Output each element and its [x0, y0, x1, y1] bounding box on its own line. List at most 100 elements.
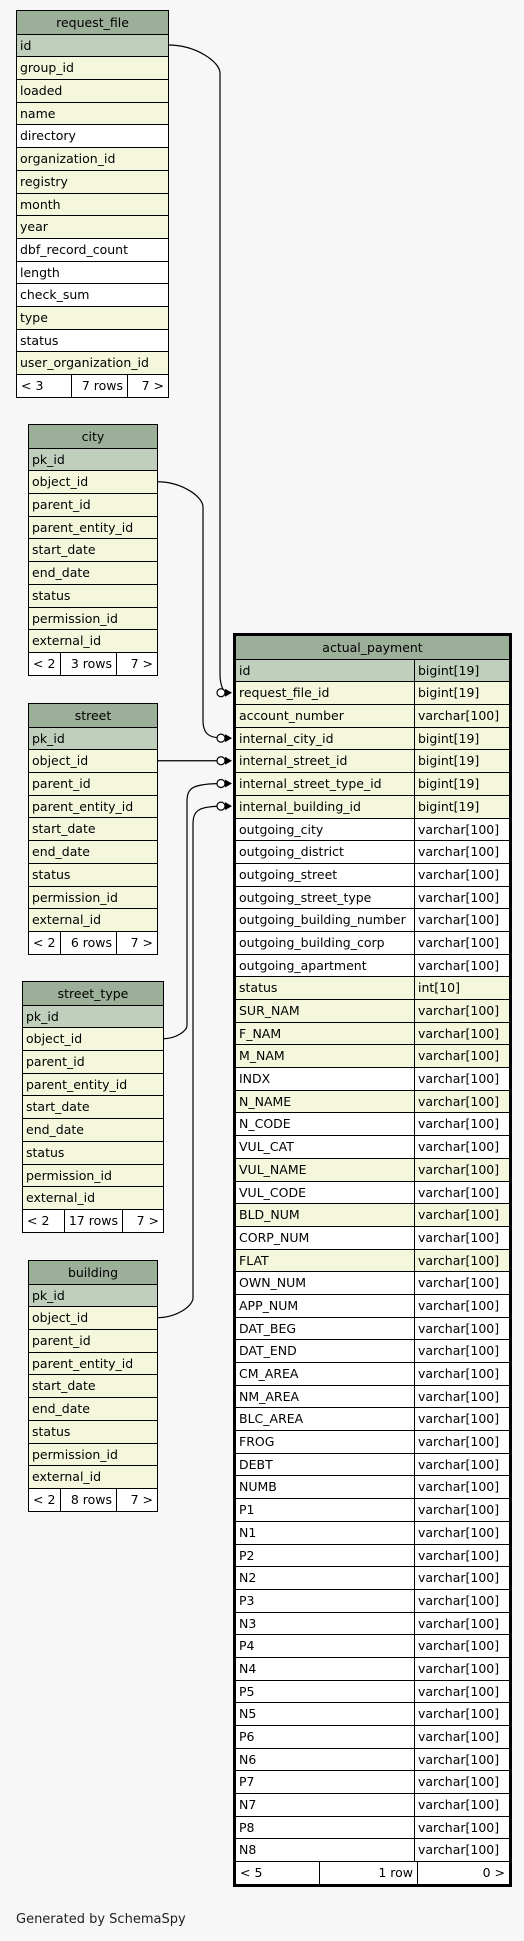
column-row-parent-entity-id[interactable]: parent_entity_id: [29, 794, 157, 818]
children-count-link[interactable]: 7 >: [141, 378, 164, 393]
table-title[interactable]: city: [29, 425, 157, 448]
column-row-object-id[interactable]: object_id: [23, 1027, 163, 1051]
column-row-external-id[interactable]: external_id: [29, 1465, 157, 1488]
column-row-status[interactable]: status: [17, 328, 168, 352]
column-row-start-date[interactable]: start_date: [29, 817, 157, 841]
column-row-organization-id[interactable]: organization_id: [17, 147, 168, 170]
children-count-link[interactable]: 7 >: [130, 655, 153, 671]
column-row-start-date[interactable]: start_date: [29, 1374, 157, 1398]
column-row-user-organization-id[interactable]: user_organization_id: [17, 351, 168, 374]
column-row-directory[interactable]: directory: [17, 124, 168, 148]
table-title[interactable]: actual_payment: [236, 636, 509, 659]
column-row-pk-id[interactable]: pk_id: [29, 1283, 157, 1307]
column-row-status[interactable]: status: [29, 1419, 157, 1443]
parents-count-link[interactable]: < 2: [29, 652, 61, 675]
column-row-id[interactable]: id: [17, 33, 168, 57]
column-row-year[interactable]: year: [17, 215, 168, 238]
column-row-start-date[interactable]: start_date: [29, 538, 157, 562]
column-row-parent-id[interactable]: parent_id: [29, 1329, 157, 1352]
column-row-start-date[interactable]: start_date: [23, 1095, 163, 1119]
column-row-parent-entity-id[interactable]: parent_entity_id: [29, 515, 157, 539]
column-row-external-id[interactable]: external_id: [29, 629, 157, 652]
column-row-parent-id[interactable]: parent_id: [29, 493, 157, 516]
children-count-link[interactable]: 7 >: [136, 1212, 159, 1228]
column-row-parent-entity-id[interactable]: parent_entity_id: [29, 1351, 157, 1375]
column-row-parent-entity-id[interactable]: parent_entity_id: [23, 1072, 163, 1096]
parents-count-link[interactable]: < 2: [29, 931, 61, 954]
column-row-loaded[interactable]: loaded: [17, 79, 168, 102]
column-row-check-sum[interactable]: check_sum: [17, 283, 168, 306]
column-row-group-id[interactable]: group_id: [17, 56, 168, 80]
column-row-length[interactable]: length: [17, 260, 168, 284]
column-row-end-date[interactable]: end_date: [23, 1118, 163, 1141]
column-row-permission-id[interactable]: permission_id: [29, 885, 157, 909]
children-count-link[interactable]: 7 >: [130, 934, 153, 950]
table-title[interactable]: street_type: [23, 982, 163, 1005]
column-row-end-date[interactable]: end_date: [29, 561, 157, 584]
column-row-pk-id[interactable]: pk_id: [23, 1004, 163, 1028]
column-row-external-id[interactable]: external_id: [29, 908, 157, 931]
column-row-parent-id[interactable]: parent_id: [23, 1050, 163, 1073]
parents-count-link[interactable]: < 3: [17, 375, 72, 397]
column-row-object-id[interactable]: object_id: [29, 470, 157, 494]
parents-count-link[interactable]: < 2: [29, 1488, 61, 1511]
column-row-month[interactable]: month: [17, 192, 168, 216]
column-row-pk-id[interactable]: pk_id: [29, 447, 157, 471]
children-count-link[interactable]: 0 >: [482, 1865, 505, 1881]
table-title[interactable]: building: [29, 1261, 157, 1284]
column-row-type[interactable]: type: [17, 305, 168, 329]
column-row-name[interactable]: name: [17, 101, 168, 125]
column-row-permission-id[interactable]: permission_id: [29, 606, 157, 630]
column-row-permission-id[interactable]: permission_id: [29, 1442, 157, 1466]
children-count-link[interactable]: 7 >: [130, 1491, 153, 1507]
column-row-dbf-record-count[interactable]: dbf_record_count: [17, 237, 168, 261]
column-row-pk-id[interactable]: pk_id: [29, 726, 157, 750]
